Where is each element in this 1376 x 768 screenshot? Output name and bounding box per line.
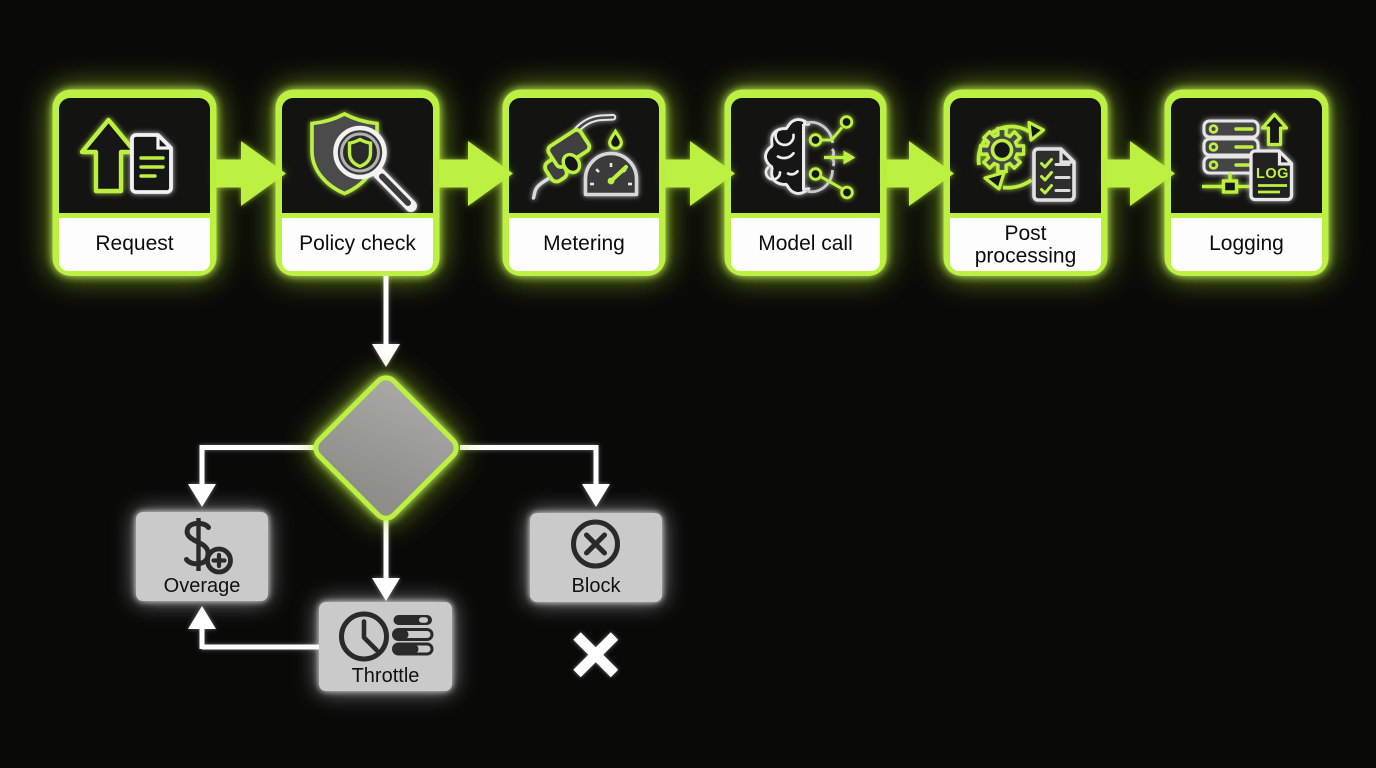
- svg-text:Throttle: Throttle: [352, 665, 420, 687]
- svg-text:Overage: Overage: [164, 575, 241, 597]
- svg-text:LOG: LOG: [1256, 166, 1289, 182]
- svg-text:Request: Request: [95, 232, 173, 255]
- svg-text:processing: processing: [975, 245, 1077, 268]
- svg-text:Block: Block: [572, 575, 622, 597]
- svg-text:Policy check: Policy check: [299, 232, 416, 255]
- svg-text:Model call: Model call: [758, 232, 853, 255]
- svg-text:Metering: Metering: [543, 232, 625, 255]
- svg-text:Logging: Logging: [1209, 232, 1284, 255]
- svg-text:Post: Post: [1004, 222, 1046, 245]
